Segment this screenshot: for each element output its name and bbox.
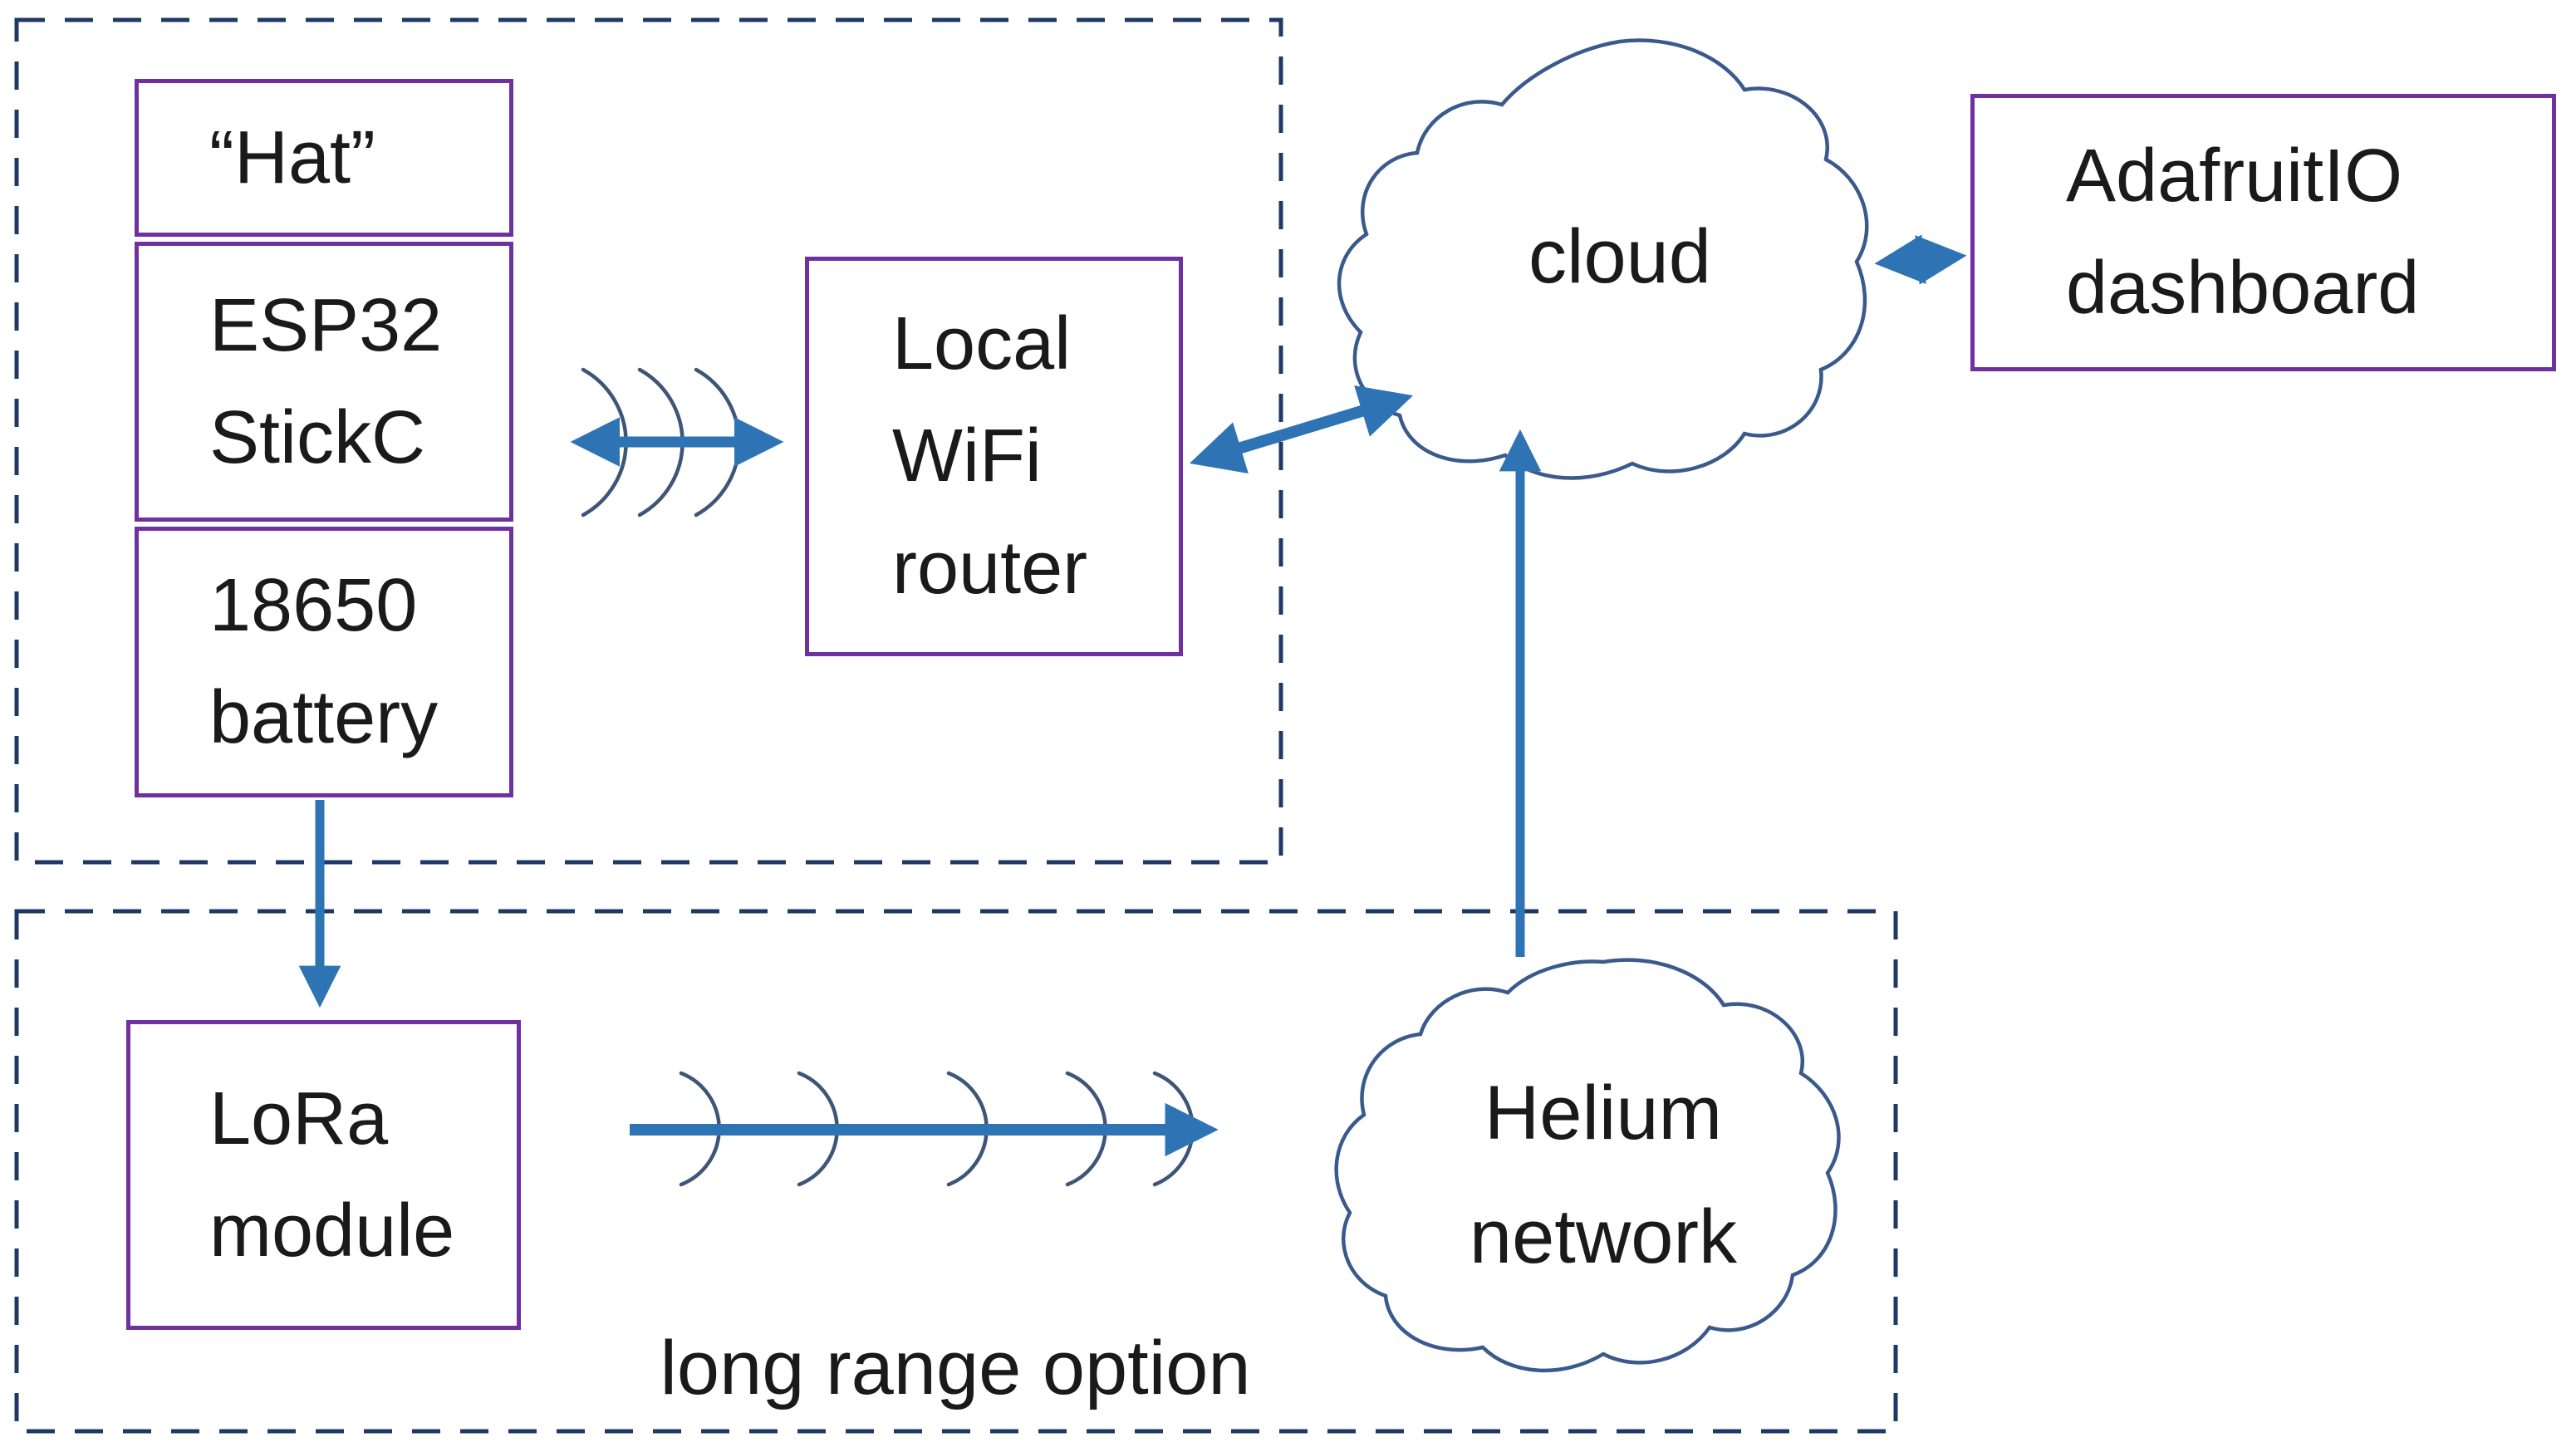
- long-range-option-label: long range option: [660, 1326, 1251, 1410]
- battery-box: 18650 battery: [135, 527, 513, 797]
- helium-network-label: Helium network: [1354, 1026, 1852, 1325]
- lora-label-line1: LoRa: [209, 1077, 389, 1160]
- lora-label-line2: module: [209, 1189, 455, 1273]
- esp32-label-line2: StickC: [209, 395, 426, 479]
- helium-label-line2: network: [1469, 1194, 1738, 1279]
- router-label-line1: Local: [892, 302, 1072, 385]
- adafruit-label-line1: AdafruitIO: [2066, 135, 2403, 218]
- long-range-dashed-region: [14, 909, 1898, 1434]
- esp32-stickc-box: ESP32 StickC: [135, 242, 513, 522]
- adafruitio-dashboard-box: AdafruitIO dashboard: [1970, 94, 2556, 371]
- esp32-label-line1: ESP32: [209, 283, 443, 367]
- arrow-router-cloud: [1189, 385, 1414, 473]
- internet-cloud-shape: [1337, 38, 1869, 480]
- arrow-cloud-adafruit: [1874, 234, 1967, 285]
- battery-label-line2: battery: [209, 676, 439, 759]
- hat-label: “Hat”: [209, 115, 375, 199]
- helium-cloud-shape: [1334, 958, 1841, 1373]
- lora-module-box: LoRa module: [126, 1020, 521, 1330]
- adafruit-label-line2: dashboard: [2066, 247, 2420, 330]
- helium-label-line1: Helium: [1484, 1070, 1723, 1155]
- local-wifi-router-box: Local WiFi router: [805, 257, 1183, 656]
- cloud-label: cloud: [1371, 150, 1869, 365]
- wifi-option-dashed-region: [14, 17, 1283, 865]
- cloud-label-text: cloud: [1528, 214, 1711, 300]
- router-label-line2: WiFi: [892, 415, 1042, 498]
- router-label-line3: router: [892, 527, 1088, 610]
- hat-box: “Hat”: [135, 79, 513, 237]
- battery-label-line1: 18650: [209, 564, 418, 647]
